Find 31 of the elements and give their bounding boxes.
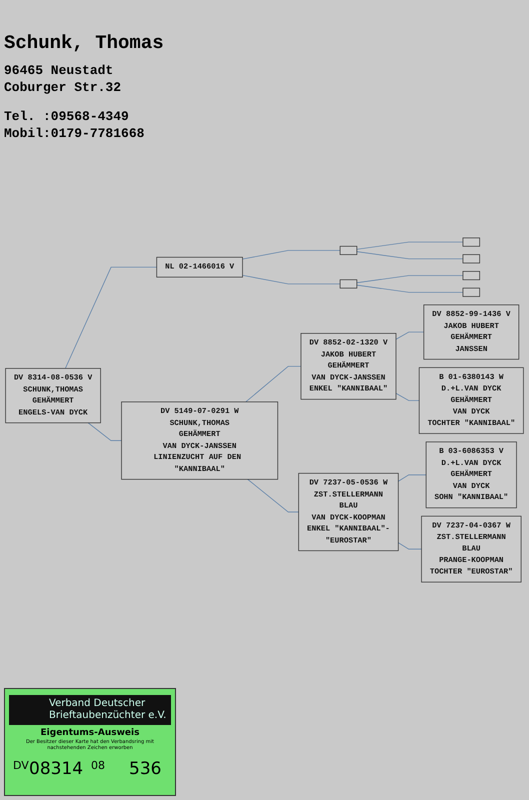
- connector: [247, 478, 300, 512]
- phone-line: Tel. :09568-4349: [4, 108, 130, 125]
- connector: [65, 266, 158, 369]
- node-box: [462, 288, 480, 297]
- connector: [356, 242, 464, 250]
- address-line: 96465 Neustadt: [4, 62, 114, 79]
- connector: [396, 392, 420, 401]
- phone-line: Mobil:0179-7781668: [4, 125, 146, 142]
- connector: [245, 366, 302, 402]
- connector: [398, 542, 422, 550]
- ring-prefix: DV: [13, 759, 29, 772]
- connector: [356, 275, 464, 284]
- owner-name: Schunk, Thomas: [4, 31, 165, 56]
- connector: [356, 251, 464, 260]
- node-box: [340, 246, 358, 255]
- ring-number: 08314: [29, 759, 84, 779]
- ring-serial: 536: [129, 759, 162, 779]
- connector: [398, 474, 426, 482]
- node-box: [462, 271, 480, 280]
- connector: [88, 422, 122, 441]
- association-name: Verband Deutscher Brieftaubenzüchter e.V.: [9, 695, 171, 725]
- connector: [356, 284, 464, 293]
- connector: [242, 250, 340, 260]
- connector: [242, 274, 340, 284]
- address-line: Coburger Str.32: [4, 79, 122, 96]
- card-title: Eigentums-Ausweis: [40, 728, 140, 738]
- node-box: [462, 254, 480, 264]
- connector: [396, 332, 424, 340]
- ring-year: 08: [91, 759, 105, 772]
- node-box: [462, 238, 480, 247]
- node-box: [340, 279, 358, 288]
